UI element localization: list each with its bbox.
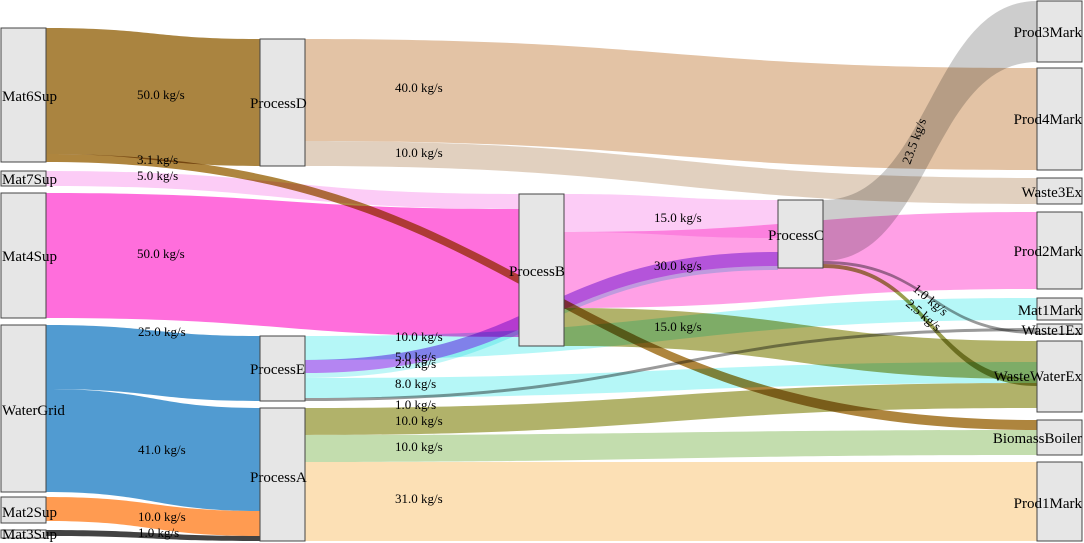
flow-value-label: 10.0 kg/s (395, 413, 443, 428)
node-mat2sup (0, 496, 47, 524)
node-mat1mark (1036, 297, 1083, 321)
flow-link-mat7sup-to-processb (46, 171, 519, 209)
node-label-processb: ProcessB (509, 264, 565, 280)
node-biomassboiler (1036, 419, 1083, 456)
node-prod2mark (1036, 211, 1083, 290)
flow-value-label: 5.0 kg/s (137, 168, 178, 183)
flow-value-label: 3.1 kg/s (137, 152, 178, 167)
node-mat7sup (0, 170, 47, 187)
node-label-biomassboiler: BiomassBoiler (993, 431, 1082, 447)
flow-link-processa-to-waste1ex (305, 328, 1037, 401)
flow-link-watergrid-to-processe (46, 325, 260, 401)
flow-link-processb-to-processc (564, 194, 778, 238)
flow-labels: 50.0 kg/s3.1 kg/s5.0 kg/s50.0 kg/s25.0 k… (137, 80, 951, 540)
node-processc (777, 199, 824, 269)
flow-value-label: 41.0 kg/s (138, 442, 186, 457)
flow-value-label: 30.0 kg/s (654, 258, 702, 273)
flow-link-processa-to-prod1mark (305, 462, 1037, 541)
node-label-prod4mark: Prod4Mark (1014, 112, 1083, 128)
flow-link-processa-to-wastewaterex (305, 383, 1037, 435)
node-label-processe: ProcessE (250, 362, 305, 378)
flow-value-label: 5.0 kg/s (395, 349, 436, 364)
node-label-mat1mark: Mat1Mark (1018, 303, 1083, 319)
node-processe (259, 335, 306, 402)
node-watergrid (0, 324, 47, 493)
node-prod3mark (1036, 0, 1083, 63)
node-label-prod3mark: Prod3Mark (1014, 25, 1083, 41)
flow-value-label: 8.0 kg/s (395, 376, 436, 391)
node-label-waste3ex: Waste3Ex (1022, 185, 1083, 201)
node-label-watergrid: WaterGrid (2, 403, 65, 419)
node-label-mat4sup: Mat4Sup (2, 249, 57, 265)
node-label-mat3sup: Mat3Sup (2, 527, 57, 543)
node-mat6sup (0, 27, 47, 163)
node-mat4sup (0, 192, 47, 319)
flow-link-mat4sup-to-processb (46, 193, 519, 337)
node-label-processc: ProcessC (768, 228, 824, 244)
flow-link-processe-to-wastewaterex (305, 362, 1037, 398)
node-prod4mark (1036, 67, 1083, 171)
flow-value-label: 10.0 kg/s (395, 145, 443, 160)
node-label-processa: ProcessA (250, 470, 307, 486)
node-label-mat7sup: Mat7Sup (2, 172, 57, 188)
flow-link-mat3sup-to-processa (46, 530, 260, 541)
flow-value-label: 31.0 kg/s (395, 491, 443, 506)
flow-value-label: 40.0 kg/s (395, 80, 443, 95)
node-label-prod2mark: Prod2Mark (1014, 244, 1083, 260)
node-wastewaterex (1036, 340, 1083, 413)
flow-link-mat2sup-to-processa (46, 497, 260, 536)
flow-value-label: 1.0 kg/s (395, 397, 436, 412)
node-label-mat6sup: Mat6Sup (2, 89, 57, 105)
node-label-wastewaterex: WasteWaterEx (994, 369, 1083, 385)
node-label-waste1ex: Waste1Ex (1022, 323, 1083, 339)
node-label-mat2sup: Mat2Sup (2, 505, 57, 521)
node-processa (259, 407, 306, 542)
flow-value-label: 15.0 kg/s (654, 210, 702, 225)
flow-value-label: 15.0 kg/s (654, 319, 702, 334)
flow-value-label: 10.0 kg/s (395, 439, 443, 454)
flow-link-processd-to-prod4mark (305, 39, 1037, 170)
flow-link-processb-to-wastewaterex (564, 308, 1037, 379)
flow-link-processc-to-waste1ex (823, 261, 1037, 334)
node-waste3ex (1036, 177, 1083, 205)
node-waste1ex (1036, 323, 1083, 335)
node-label-prod1mark: Prod1Mark (1014, 496, 1083, 512)
flow-value-label: 1.0 kg/s (138, 525, 179, 540)
flow-value-label: 10.0 kg/s (395, 329, 443, 344)
flow-value-label: 50.0 kg/s (137, 87, 185, 102)
node-mat3sup (0, 529, 47, 539)
flow-link-processd-to-waste3ex (305, 141, 1037, 204)
node-processd (259, 38, 306, 167)
node-prod1mark (1036, 461, 1083, 542)
flow-link-mat6sup-to-processd (46, 28, 260, 166)
node-label-processd: ProcessD (250, 96, 307, 112)
flow-value-label: 2.0 kg/s (395, 356, 436, 371)
flow-link-processc-to-wastewaterex (823, 264, 1037, 386)
flow-link-watergrid-to-processa (46, 389, 260, 511)
flow-value-label: 50.0 kg/s (137, 246, 185, 261)
flow-link-processc-to-prod3mark (823, 1, 1037, 261)
flow-value-label: 10.0 kg/s (138, 509, 186, 524)
flow-link-processa-to-biomassboiler (305, 430, 1037, 462)
flow-value-label: 25.0 kg/s (138, 324, 186, 339)
node-processb (518, 193, 565, 347)
